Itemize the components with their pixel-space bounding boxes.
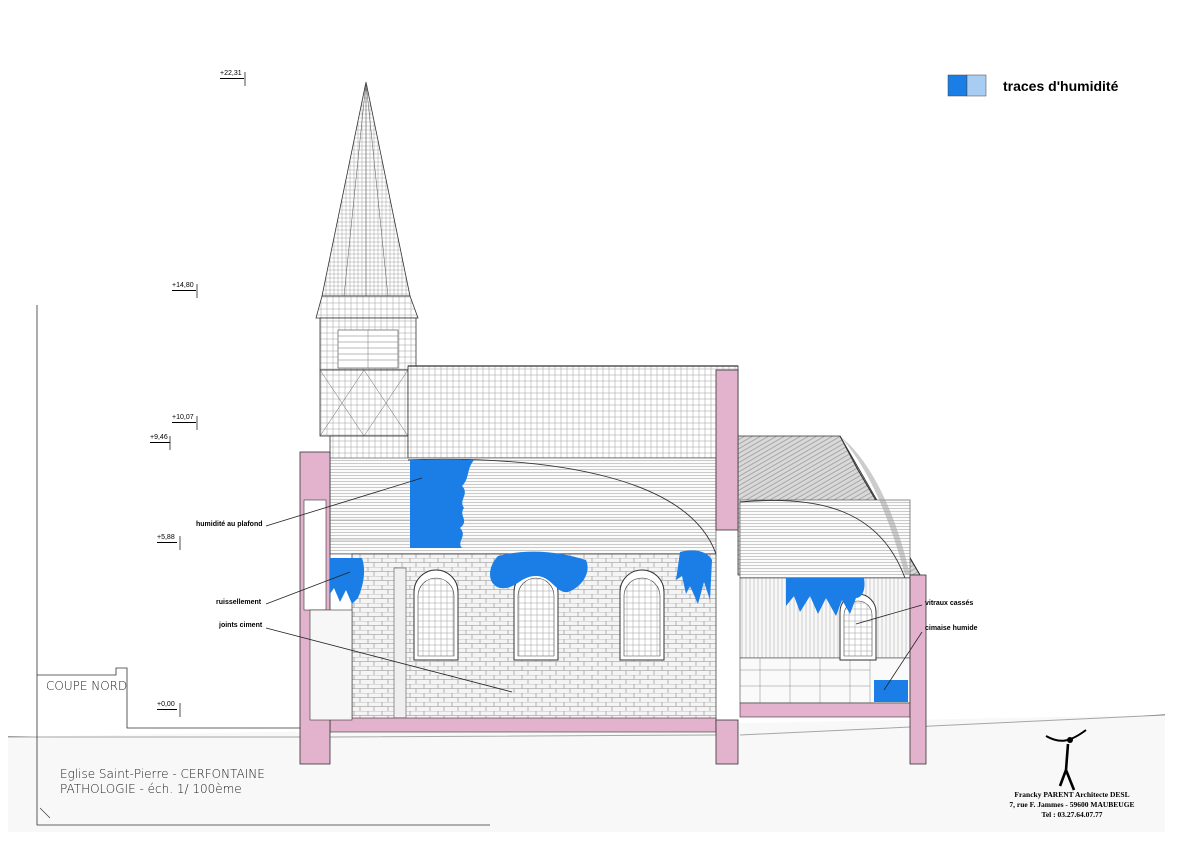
section-label: COUPE NORD — [46, 679, 128, 693]
choir-vault-arch — [739, 499, 906, 579]
spire-ribs — [343, 81, 389, 297]
nave-vault — [329, 457, 717, 555]
nave-vault-arch — [407, 458, 717, 555]
leader-runoff — [265, 571, 351, 605]
leader-cymatium — [883, 631, 923, 691]
tower-braces — [319, 369, 409, 437]
architect-phone: Tel : 03.27.64.07.77 — [1041, 810, 1103, 819]
level-marker: +14,80 — [172, 282, 196, 291]
north-arrow-line — [39, 807, 51, 819]
pilaster — [393, 567, 407, 719]
nave-window-2 — [513, 569, 559, 661]
level-marker: +22,31 — [220, 70, 244, 79]
legend-swatch-light — [966, 74, 987, 97]
choir-panel-lines — [740, 658, 871, 703]
nave-floor — [329, 717, 717, 733]
legend-label: traces d'humidité — [1003, 78, 1119, 94]
tower-frame — [319, 369, 409, 437]
architect-logo — [1045, 729, 1087, 791]
drawing-title-line1: Eglise Saint-Pierre - CERFONTAINE — [60, 767, 265, 781]
annotation-ceiling-humidity: humidité au plafond — [196, 521, 263, 528]
spire-base — [315, 295, 419, 319]
leader-ceiling — [265, 477, 423, 527]
annotation-runoff: ruissellement — [216, 599, 262, 606]
choir-window — [839, 593, 877, 661]
choir-east-wall-section — [909, 574, 927, 765]
humidity-wall-right — [676, 550, 712, 604]
ground-fill — [8, 715, 1165, 832]
frame-step — [37, 667, 300, 729]
nave-roof — [407, 365, 739, 459]
humidity-choir — [786, 578, 865, 616]
choir-vault-shade — [840, 436, 910, 575]
leader-joints — [265, 627, 513, 693]
leader-windows — [855, 604, 923, 625]
level-marker: +5,88 — [157, 534, 177, 543]
triumphal-pier-section — [715, 719, 739, 765]
nave-vault-chord — [330, 519, 716, 541]
frame-line — [36, 305, 490, 826]
drawing-title-line2: PATHOLOGIE - éch. 1/ 100ème — [60, 782, 242, 796]
annotation-cement-joints: joints ciment — [219, 622, 263, 629]
west-door — [309, 609, 353, 721]
level-marker: +9,46 — [150, 434, 170, 443]
annotation-damp-cymatium: cimaise humide — [925, 625, 978, 632]
level-marker: +10,07 — [172, 414, 196, 423]
architect-address: 7, rue F. Jammes - 59600 MAUBEUGE — [1009, 800, 1135, 809]
humidity-wall-center — [490, 551, 588, 593]
annotation-broken-windows: vitraux cassés — [925, 600, 974, 607]
triumphal-wall-section — [715, 369, 739, 531]
belfry-slats — [338, 330, 398, 368]
humidity-runoff — [330, 558, 365, 604]
legend-swatch-dark — [947, 74, 968, 97]
humidity-cymatium — [874, 680, 908, 702]
nave-window-1 — [413, 569, 459, 661]
architect-name: Francky PARENT Architecte DESL — [1014, 790, 1130, 799]
level-marker: +0,00 — [157, 701, 177, 710]
humidity-ceiling — [410, 460, 474, 548]
west-wall-opening — [303, 499, 327, 611]
choir-floor — [739, 702, 911, 718]
nave-window-3 — [619, 569, 665, 661]
